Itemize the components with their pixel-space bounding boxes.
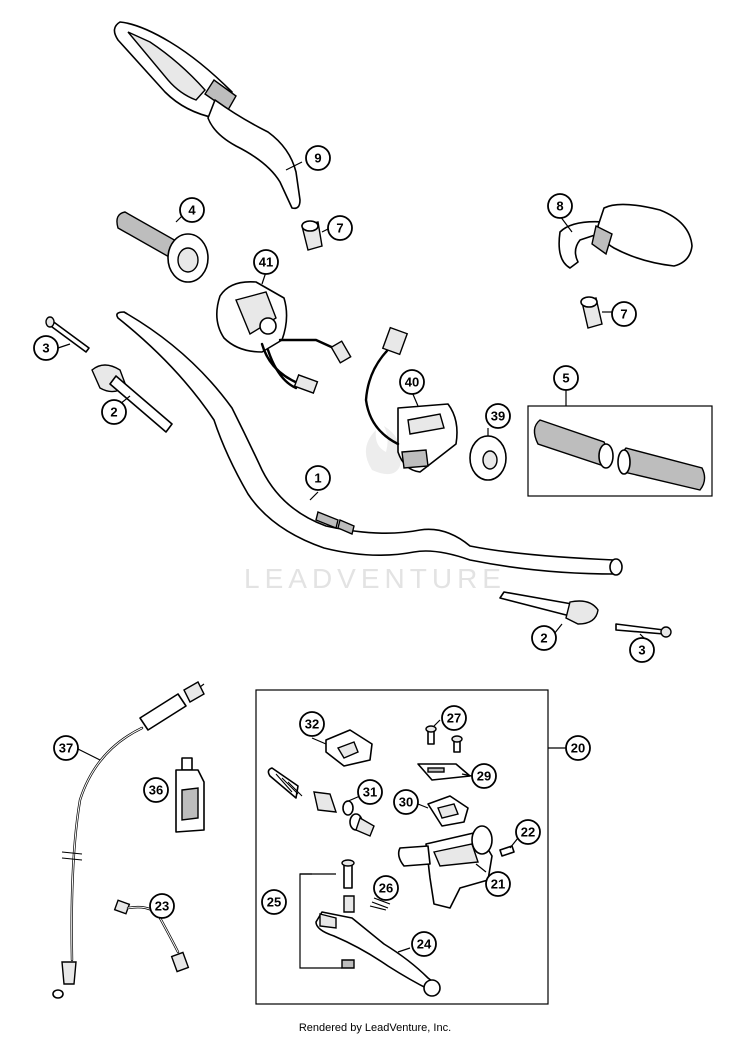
brake-lever — [315, 911, 441, 997]
callout-label: 37 — [59, 741, 73, 756]
callout-label: 40 — [405, 375, 419, 390]
piston-kit — [267, 767, 375, 837]
callout-label: 21 — [491, 877, 505, 892]
callout-label: 3 — [638, 643, 645, 658]
callout-21: 21 — [485, 871, 511, 897]
callout-label: 39 — [491, 409, 505, 424]
switch-washer — [469, 435, 507, 481]
watermark-text: LEADVENTURE — [244, 563, 506, 594]
callout-label: 25 — [267, 895, 281, 910]
callout-36: 36 — [143, 777, 169, 803]
master-cylinder-box — [255, 689, 566, 1005]
callout-label: 22 — [521, 825, 535, 840]
callout-4: 4 — [179, 197, 205, 223]
callout-label: 32 — [305, 717, 319, 732]
bolt-left — [45, 316, 90, 353]
callout-label: 7 — [336, 221, 343, 236]
bar-end-weight-left — [91, 364, 173, 433]
callout-39: 39 — [485, 403, 511, 429]
callout-label: 5 — [562, 371, 569, 386]
callout-label: 3 — [42, 341, 49, 356]
watermark: LEADVENTURE — [244, 426, 506, 594]
callout-label: 29 — [477, 769, 491, 784]
callout-label: 20 — [571, 741, 585, 756]
bolt-right — [615, 623, 672, 638]
kill-switch-assembly — [364, 326, 458, 473]
callout-8: 8 — [547, 193, 573, 219]
handlebar — [116, 311, 623, 576]
grip-left — [116, 211, 209, 283]
callout-label: 2 — [110, 405, 117, 420]
callout-label: 2 — [540, 631, 547, 646]
callout-label: 4 — [188, 203, 196, 218]
banjo-screw — [499, 845, 515, 857]
callout-37: 37 — [53, 735, 79, 761]
reservoir-membrane — [427, 795, 469, 827]
callout-26: 26 — [373, 875, 399, 901]
cover-screws — [425, 725, 463, 753]
callout-32: 32 — [299, 711, 325, 737]
callout-23: 23 — [149, 893, 175, 919]
callout-7-lower: 7 — [611, 301, 637, 327]
callout-24: 24 — [411, 931, 437, 957]
bar-end-weight-right — [499, 591, 599, 625]
callout-27: 27 — [441, 705, 467, 731]
light-switch-assembly — [216, 280, 352, 394]
reservoir-cover — [417, 763, 471, 781]
callout-label: 27 — [447, 711, 461, 726]
callout-9: 9 — [305, 145, 331, 171]
callout-41: 41 — [253, 249, 279, 275]
callout-label: 36 — [149, 783, 163, 798]
callout-3-right: 3 — [629, 637, 655, 663]
pivot-bolt — [299, 859, 355, 969]
callout-3-left: 3 — [33, 335, 59, 361]
adjuster-spring — [369, 897, 391, 911]
callout-label: 1 — [314, 471, 321, 486]
footer-credit: Rendered by LeadVenture, Inc. — [298, 1022, 452, 1034]
clamp — [325, 729, 373, 767]
master-cylinder-body — [397, 825, 493, 909]
callout-label: 9 — [314, 151, 321, 166]
callout-2-right: 2 — [531, 625, 557, 651]
mirror-adapter-upper — [301, 220, 323, 251]
callout-label: 30 — [399, 795, 413, 810]
mirror-left — [113, 21, 301, 210]
callout-7-upper: 7 — [327, 215, 353, 241]
callout-label: 8 — [556, 199, 563, 214]
callout-20: 20 — [565, 735, 591, 761]
callout-label: 23 — [155, 899, 169, 914]
callout-label: 24 — [417, 937, 432, 952]
mirror-right — [558, 203, 693, 269]
clutch-cable — [52, 681, 205, 999]
callout-1: 1 — [305, 465, 331, 491]
callout-29: 29 — [471, 763, 497, 789]
mirror-adapter-lower — [580, 296, 603, 329]
callout-30: 30 — [393, 789, 419, 815]
callout-22: 22 — [515, 819, 541, 845]
callout-label: 26 — [379, 881, 393, 896]
callout-25: 25 — [261, 889, 287, 915]
callout-40: 40 — [399, 369, 425, 395]
callout-label: 7 — [620, 307, 627, 322]
callout-label: 31 — [363, 785, 377, 800]
callout-5: 5 — [553, 365, 579, 391]
hydraulic-oil-bottle — [175, 757, 205, 833]
callout-label: 41 — [259, 255, 273, 270]
callout-2-left: 2 — [101, 399, 127, 425]
grip-set-box — [527, 388, 713, 497]
callout-31: 31 — [357, 779, 383, 805]
